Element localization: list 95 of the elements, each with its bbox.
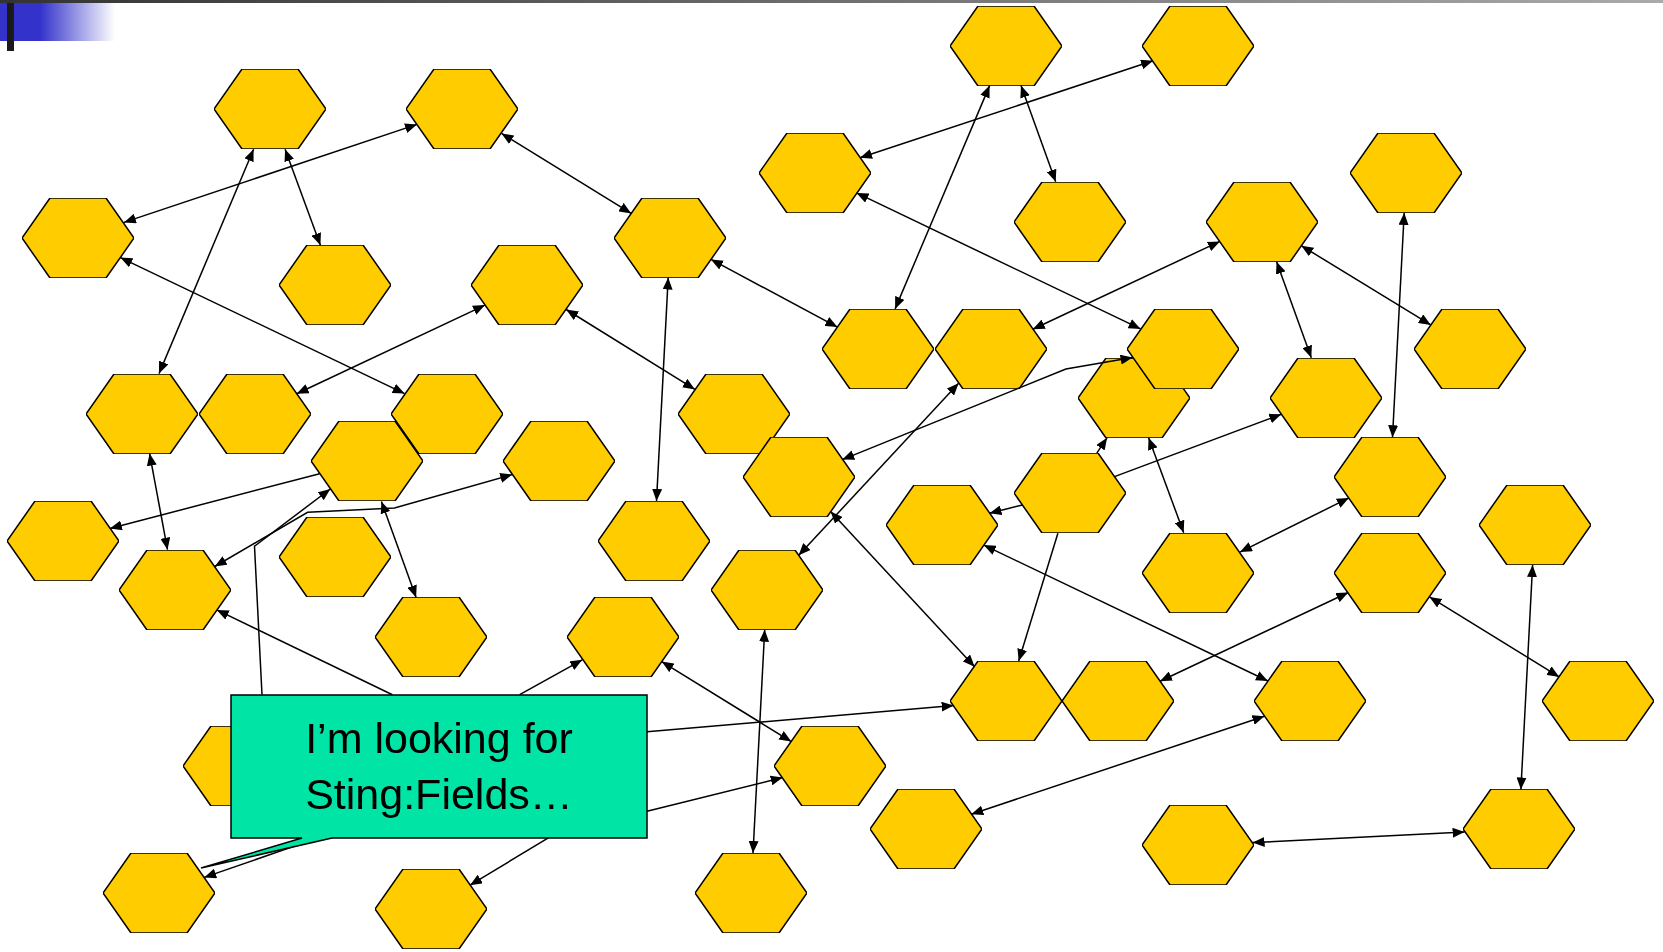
hexagon-shape <box>822 308 935 389</box>
double-arrow <box>1388 212 1409 439</box>
hexagon-shape <box>374 597 487 678</box>
hexagon-shape <box>710 549 823 630</box>
hexagon-shape <box>119 549 231 630</box>
double-arrow <box>1251 827 1466 847</box>
double-arrow <box>829 510 976 668</box>
speech-bubble <box>201 695 647 868</box>
hexagon-shape <box>614 197 727 278</box>
arrow <box>518 659 584 696</box>
hexagon-shape <box>6 500 119 581</box>
arrow <box>1113 413 1283 478</box>
hexagon-shape <box>1269 357 1382 438</box>
double-arrow <box>748 628 770 854</box>
hexagon-shape <box>1061 661 1174 742</box>
hexagon-shape <box>758 132 871 213</box>
hexagon-shape <box>1413 308 1526 389</box>
double-arrow <box>1428 596 1560 678</box>
hexagon-shape <box>198 373 311 454</box>
double-arrow <box>970 715 1266 816</box>
hexagon-shape <box>471 245 584 326</box>
hexagon-shape <box>1126 308 1239 389</box>
arrow <box>1096 436 1108 454</box>
hexagon-shape <box>86 373 199 454</box>
double-arrow <box>380 500 417 599</box>
double-arrow <box>1275 260 1313 359</box>
double-arrow <box>500 132 632 215</box>
arrow <box>988 504 1024 516</box>
double-arrow <box>1300 244 1432 326</box>
double-arrow <box>652 276 673 502</box>
double-arrow <box>295 304 486 395</box>
hexagon-shape <box>1014 453 1127 534</box>
double-arrow <box>284 148 322 247</box>
double-arrow <box>1159 591 1350 682</box>
hexagon-shape <box>774 725 887 806</box>
arrow <box>253 488 332 696</box>
arrow <box>646 701 955 733</box>
hexagon-shape <box>502 421 615 502</box>
arrow <box>109 472 321 531</box>
hexagon-shape <box>214 69 327 150</box>
hexagon-shape <box>182 725 231 806</box>
hexagon-shape <box>598 500 711 581</box>
double-arrow <box>983 544 1269 682</box>
hexagon-shape <box>1142 532 1255 613</box>
hexagon-shape <box>390 373 503 454</box>
hexagon-shape <box>869 789 982 870</box>
double-arrow <box>565 308 696 391</box>
double-arrow <box>710 258 839 328</box>
hexagon-shape <box>1350 132 1463 213</box>
hexagon-shape <box>22 197 135 278</box>
hexagon-shape <box>950 661 1063 742</box>
hexagon-shape <box>1542 661 1655 742</box>
hexagon-shape <box>279 516 392 597</box>
hexagon-shape <box>1077 357 1190 438</box>
double-arrow <box>1516 564 1537 791</box>
hexagon-shape <box>934 308 1047 389</box>
hexagon-shape <box>103 853 216 933</box>
hexagon-shape <box>1462 789 1575 870</box>
speech-text: I’m looking for Sting:Fields… <box>304 712 574 820</box>
double-arrow <box>797 382 960 557</box>
hexagon-shape <box>885 485 998 565</box>
hexagon-shape <box>279 245 392 326</box>
double-arrow <box>1020 84 1057 183</box>
hexagon-shape <box>742 437 855 518</box>
double-arrow <box>1147 436 1185 534</box>
hexagon-shape <box>1334 532 1447 613</box>
double-arrow <box>1239 497 1350 553</box>
hexagon-shape <box>566 597 679 678</box>
double-arrow <box>119 256 406 395</box>
hexagon-shape <box>1142 805 1255 886</box>
hexagon-shape <box>1206 181 1319 262</box>
arrow <box>1017 532 1059 662</box>
hexagon-shape <box>694 853 807 933</box>
double-arrow <box>1032 240 1221 330</box>
double-arrow <box>894 84 991 310</box>
hexagon-shape <box>1014 181 1127 262</box>
hexagon-shape <box>1142 5 1255 86</box>
hexagon-shape <box>677 373 790 454</box>
hexagon-shape <box>1478 485 1591 565</box>
hexagon-shape <box>310 421 423 502</box>
double-arrow <box>158 148 255 375</box>
double-arrow <box>123 123 418 224</box>
double-arrow <box>660 660 793 743</box>
double-arrow <box>213 473 513 568</box>
arrow <box>216 609 394 696</box>
double-arrow <box>146 452 171 551</box>
double-arrow <box>841 354 1134 461</box>
double-arrow <box>855 192 1142 330</box>
hexagon-shape <box>1253 661 1366 742</box>
hexagon-shape <box>1334 437 1447 518</box>
double-arrow <box>859 59 1154 159</box>
hexagon-shape <box>406 69 519 150</box>
hexagon-shape <box>950 5 1063 86</box>
arrow <box>646 775 784 813</box>
arrow <box>469 837 550 886</box>
